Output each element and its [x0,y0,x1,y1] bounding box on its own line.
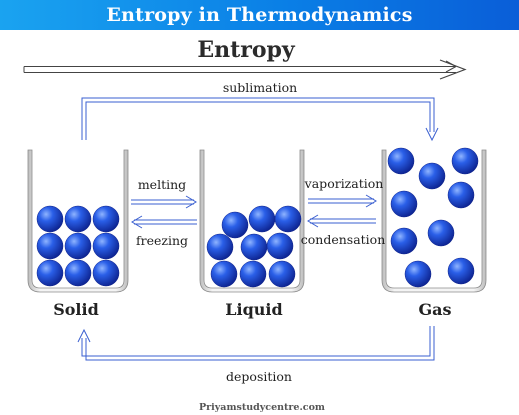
freezing-label: freezing [136,233,188,248]
melting-label: melting [138,177,186,192]
condensation-arrow [307,214,376,228]
site-credit: Priyamstudycentre.com [199,402,325,413]
solid-particles [36,205,120,287]
liquid-beaker [199,149,305,293]
states-of-matter-diagram: Entropy sublimation deposition [23,37,487,413]
deposition-arrow [77,326,435,361]
page-title: Entropy in Thermodynamics [106,4,413,26]
gas-label: Gas [418,300,451,319]
deposition-label: deposition [226,369,292,384]
solid-beaker [27,149,129,293]
solid-label: Solid [53,300,99,319]
sublimation-arrow [81,97,439,142]
vaporization-arrow [308,194,377,208]
condensation-label: condensation [301,232,386,247]
sublimation-label: sublimation [223,80,297,95]
title-banner: Entropy in Thermodynamics [0,0,519,30]
liquid-particles [206,205,302,288]
freezing-arrow [131,215,197,229]
gas-particles [387,147,479,288]
vaporization-label: vaporization [304,176,384,191]
entropy-label: Entropy [197,37,296,63]
gas-beaker [381,149,487,293]
liquid-label: Liquid [225,300,282,319]
melting-arrow [131,195,197,209]
entropy-arrow [23,59,467,80]
